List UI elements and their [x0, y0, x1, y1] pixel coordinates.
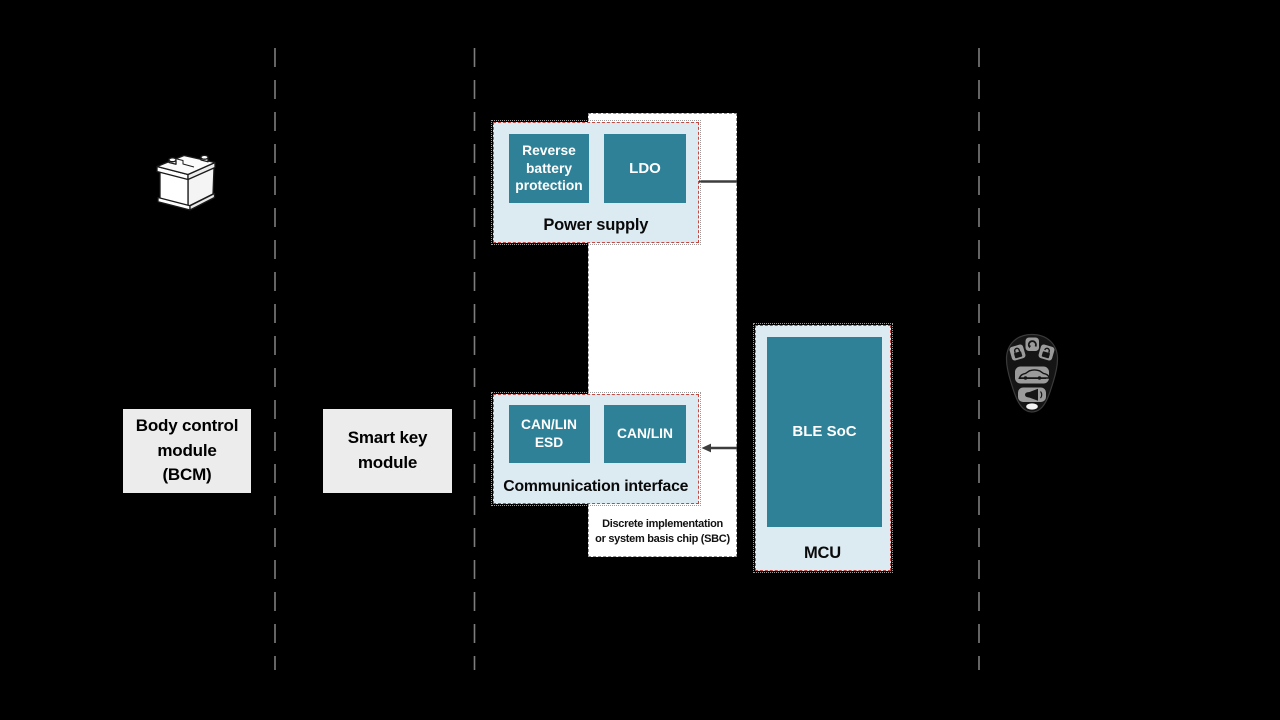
can-lin-block: CAN/LIN [604, 405, 686, 463]
ble-soc-block: BLE SoC [767, 337, 882, 527]
remote-start-button-icon [1025, 337, 1039, 351]
smart-key-label: Smart key module [347, 428, 428, 472]
mcu-block: BLE SoC MCU [752, 322, 893, 573]
bcm-label: Body control module (BCM) [135, 416, 239, 485]
mcu-label: MCU [804, 543, 841, 562]
ble-soc-label: BLE SoC [792, 423, 857, 441]
lock-button-icon [1009, 344, 1026, 361]
can-lin-label: CAN/LIN [617, 426, 673, 442]
smart-key-module-box: Smart key module [323, 409, 452, 493]
unlock-button-icon [1038, 344, 1055, 361]
can-lin-esd-label: CAN/LIN ESD [521, 417, 577, 450]
car-battery-icon [150, 150, 224, 221]
fob-bottom-oval [1026, 403, 1038, 410]
trunk-button-icon [1015, 366, 1051, 384]
ldo-label: LDO [629, 159, 661, 177]
power-supply-label: Power supply [543, 215, 649, 234]
reverse-battery-protection-block: Reverse battery protection [509, 134, 589, 203]
panic-horn-button-icon [1018, 387, 1046, 402]
bcm-module-box: Body control module (BCM) [123, 409, 251, 493]
communication-interface-label: Communication interface [503, 477, 689, 495]
car-battery-drawing [156, 154, 216, 211]
key-fob-drawing [1005, 333, 1059, 413]
sbc-caption: Discrete implementation or system basis … [583, 517, 743, 547]
reverse-battery-protection-label: Reverse battery protection [515, 142, 583, 194]
key-fob-icon [1001, 333, 1063, 419]
power-supply-block: Reverse battery protection LDO Power sup… [491, 119, 701, 245]
sbc-caption-line1: Discrete implementation [602, 518, 723, 531]
sbc-caption-line2: or system basis chip (SBC) [595, 533, 730, 546]
can-lin-esd-block: CAN/LIN ESD [508, 405, 590, 463]
ldo-block: LDO [604, 134, 686, 203]
communication-interface-block: CAN/LIN ESD CAN/LIN Communication interf… [491, 391, 701, 506]
